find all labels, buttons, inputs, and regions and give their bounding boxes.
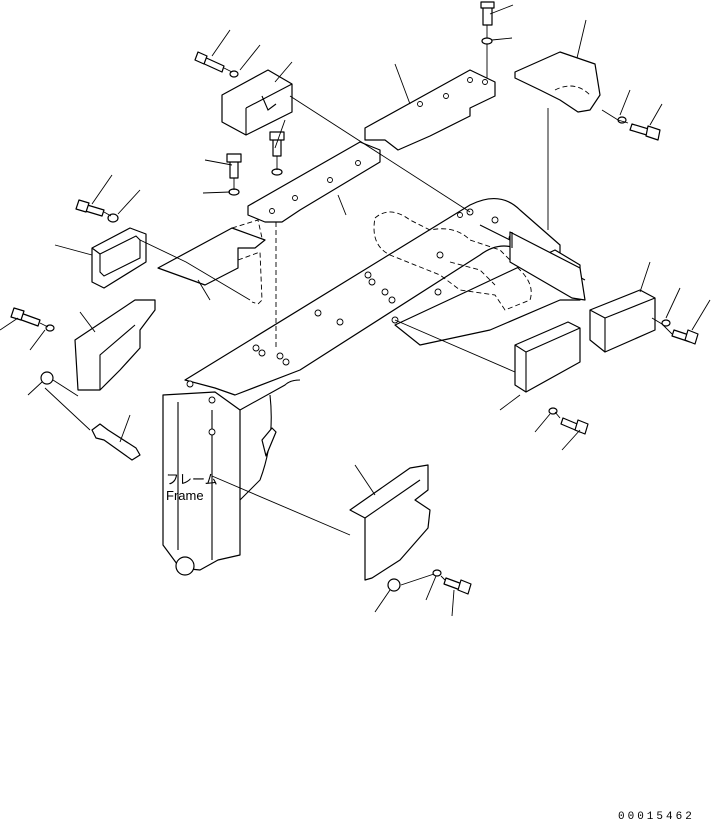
small-cover-plate: [157, 227, 266, 286]
assembly-lines: [39, 25, 673, 586]
guard-box-upper-left: [221, 69, 293, 136]
fastener-hardware: [10, 1, 699, 595]
bracket-lower-center: [349, 464, 431, 581]
guard-panel-mid-right: [514, 321, 581, 393]
guard-block-left: [91, 227, 147, 289]
cover-upper-right: [514, 51, 601, 113]
bracket-lower-left: [74, 299, 156, 391]
right-frame-cover: [509, 231, 586, 301]
strap-lower-left: [91, 423, 141, 461]
document-number: 00015462: [618, 811, 695, 823]
top-cover-plate-rear: [364, 69, 496, 151]
frame-label-jp: フレーム: [166, 472, 218, 487]
top-cover-plate-center: [247, 141, 381, 223]
guard-box-right: [589, 289, 656, 353]
frame-label-en: Frame: [166, 488, 204, 503]
callout-leaders: [0, 4, 711, 617]
